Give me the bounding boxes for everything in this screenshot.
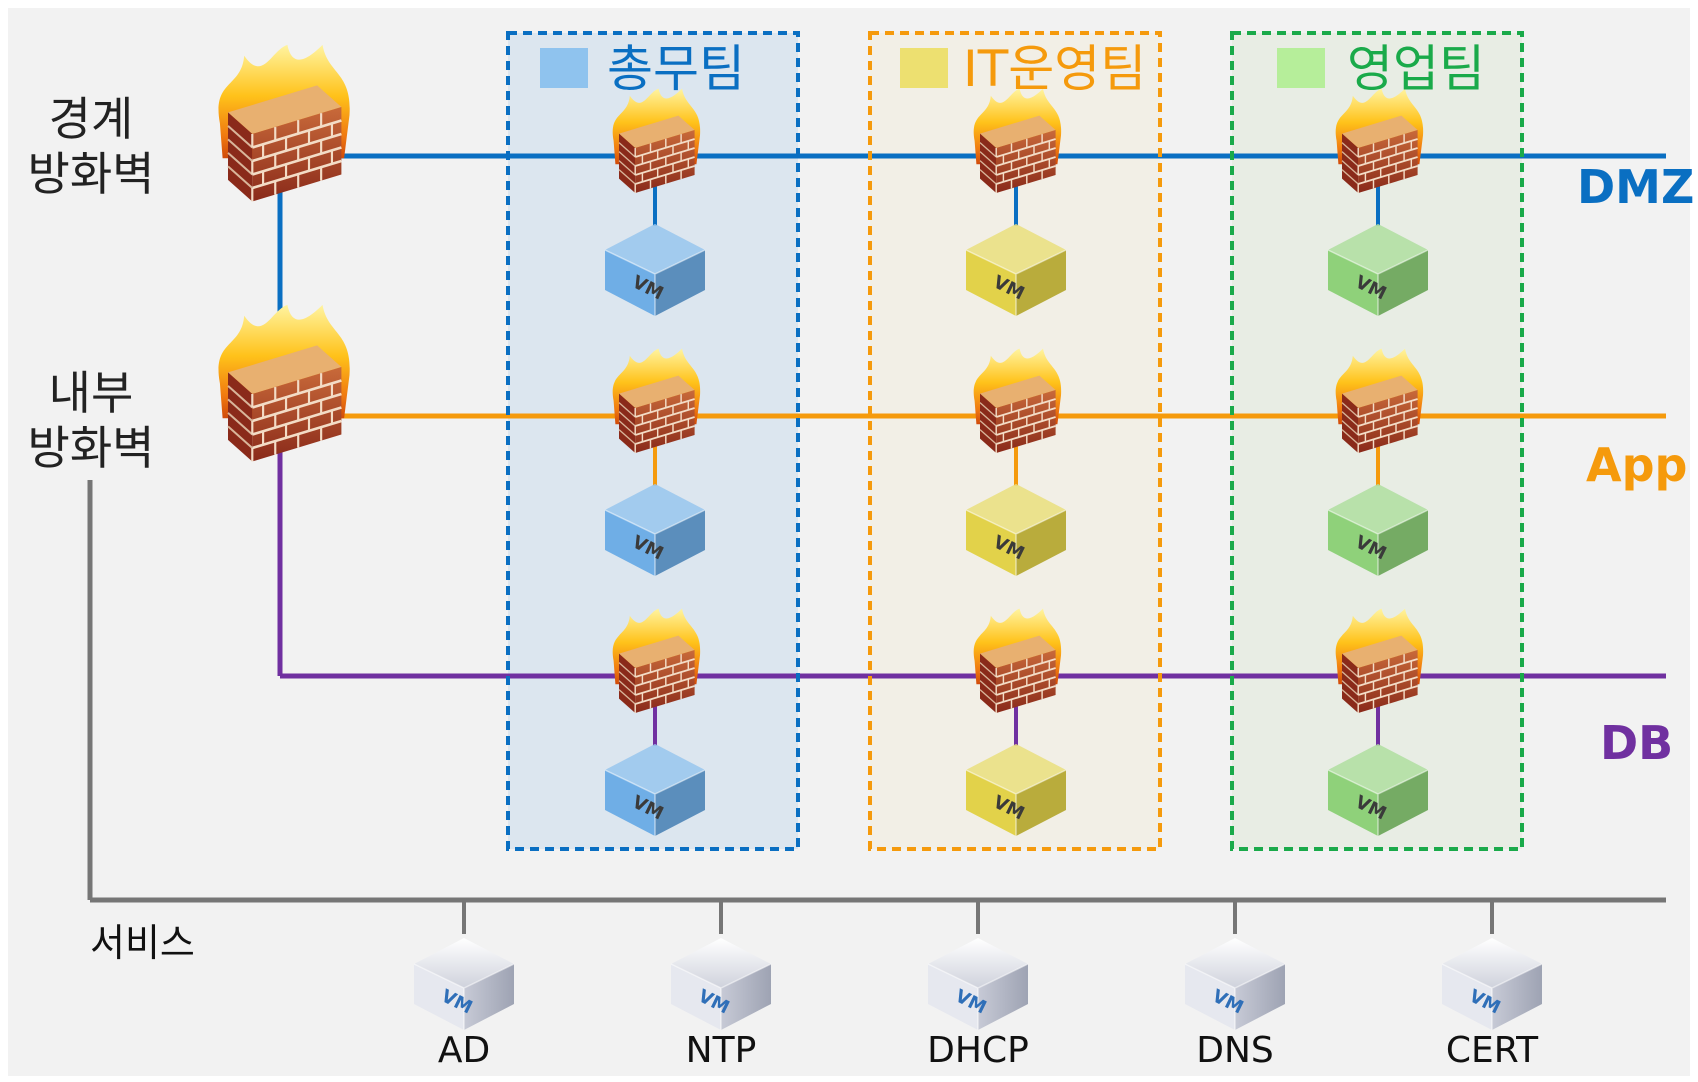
team-2-db-vm-icon: VM: [1327, 744, 1429, 836]
team-box-border-2: [1230, 31, 1524, 851]
service-vm-icon-ntp: VM: [670, 938, 772, 1030]
team-2-dmz-vm-icon: VM: [1327, 224, 1429, 316]
team-swatch-it-operations: [900, 48, 948, 88]
zone-label-dmz: DMZ: [1577, 160, 1695, 214]
team-0-app-vm-icon: VM: [604, 484, 706, 576]
team-2-dmz-firewall-icon: [1335, 88, 1424, 194]
team-0-dmz-vm-icon: VM: [604, 224, 706, 316]
perimeter-firewall-label: 경계 방화벽: [6, 92, 176, 202]
zone-label-app: App: [1586, 438, 1688, 492]
team-2-db-firewall-icon: [1335, 608, 1424, 714]
team-1-app-firewall-icon: [973, 348, 1062, 454]
team-0-db-vm-icon: VM: [604, 744, 706, 836]
services-label: 서비스: [90, 921, 195, 965]
team-title-it-operations: IT운영팀: [963, 40, 1147, 98]
service-label-cert: CERT: [1445, 1030, 1539, 1071]
team-1-db-vm-icon: VM: [965, 744, 1067, 836]
internal-firewall-label-line2: 방화벽: [27, 421, 155, 476]
perimeter-firewall-icon: [218, 44, 350, 202]
team-box-border-1: [868, 31, 1162, 851]
service-label-ad: AD: [437, 1030, 491, 1071]
team-1-dmz-vm-icon: VM: [965, 224, 1067, 316]
team-0-dmz-firewall-icon: [612, 88, 701, 194]
service-vm-icon-dhcp: VM: [927, 938, 1029, 1030]
service-vm-icon-ad: VM: [413, 938, 515, 1030]
internal-firewall-icon: [218, 304, 350, 462]
service-vm-icon-cert: VM: [1441, 938, 1543, 1030]
perimeter-firewall-label-line1: 경계: [48, 92, 134, 146]
internal-firewall-label: 내부 방화벽: [6, 366, 176, 476]
team-1-db-firewall-icon: [973, 608, 1062, 714]
service-label-ntp: NTP: [685, 1030, 757, 1071]
team-swatch-sales: [1277, 48, 1325, 88]
team-box-border-0: [506, 31, 800, 851]
zone-label-db: DB: [1600, 716, 1674, 770]
team-title-general-affairs: 총무팀: [607, 40, 745, 98]
internal-firewall-label-line1: 내부: [48, 366, 134, 420]
perimeter-firewall-label-line2: 방화벽: [27, 147, 155, 202]
team-swatch-general-affairs: [540, 48, 588, 88]
team-title-sales: 영업팀: [1347, 40, 1485, 98]
service-label-dns: DNS: [1196, 1030, 1274, 1071]
team-0-app-firewall-icon: [612, 348, 701, 454]
team-1-dmz-firewall-icon: [973, 88, 1062, 194]
team-0-db-firewall-icon: [612, 608, 701, 714]
team-1-app-vm-icon: VM: [965, 484, 1067, 576]
team-2-app-vm-icon: VM: [1327, 484, 1429, 576]
service-vm-icon-dns: VM: [1184, 938, 1286, 1030]
team-2-app-firewall-icon: [1335, 348, 1424, 454]
service-label-dhcp: DHCP: [927, 1030, 1029, 1071]
